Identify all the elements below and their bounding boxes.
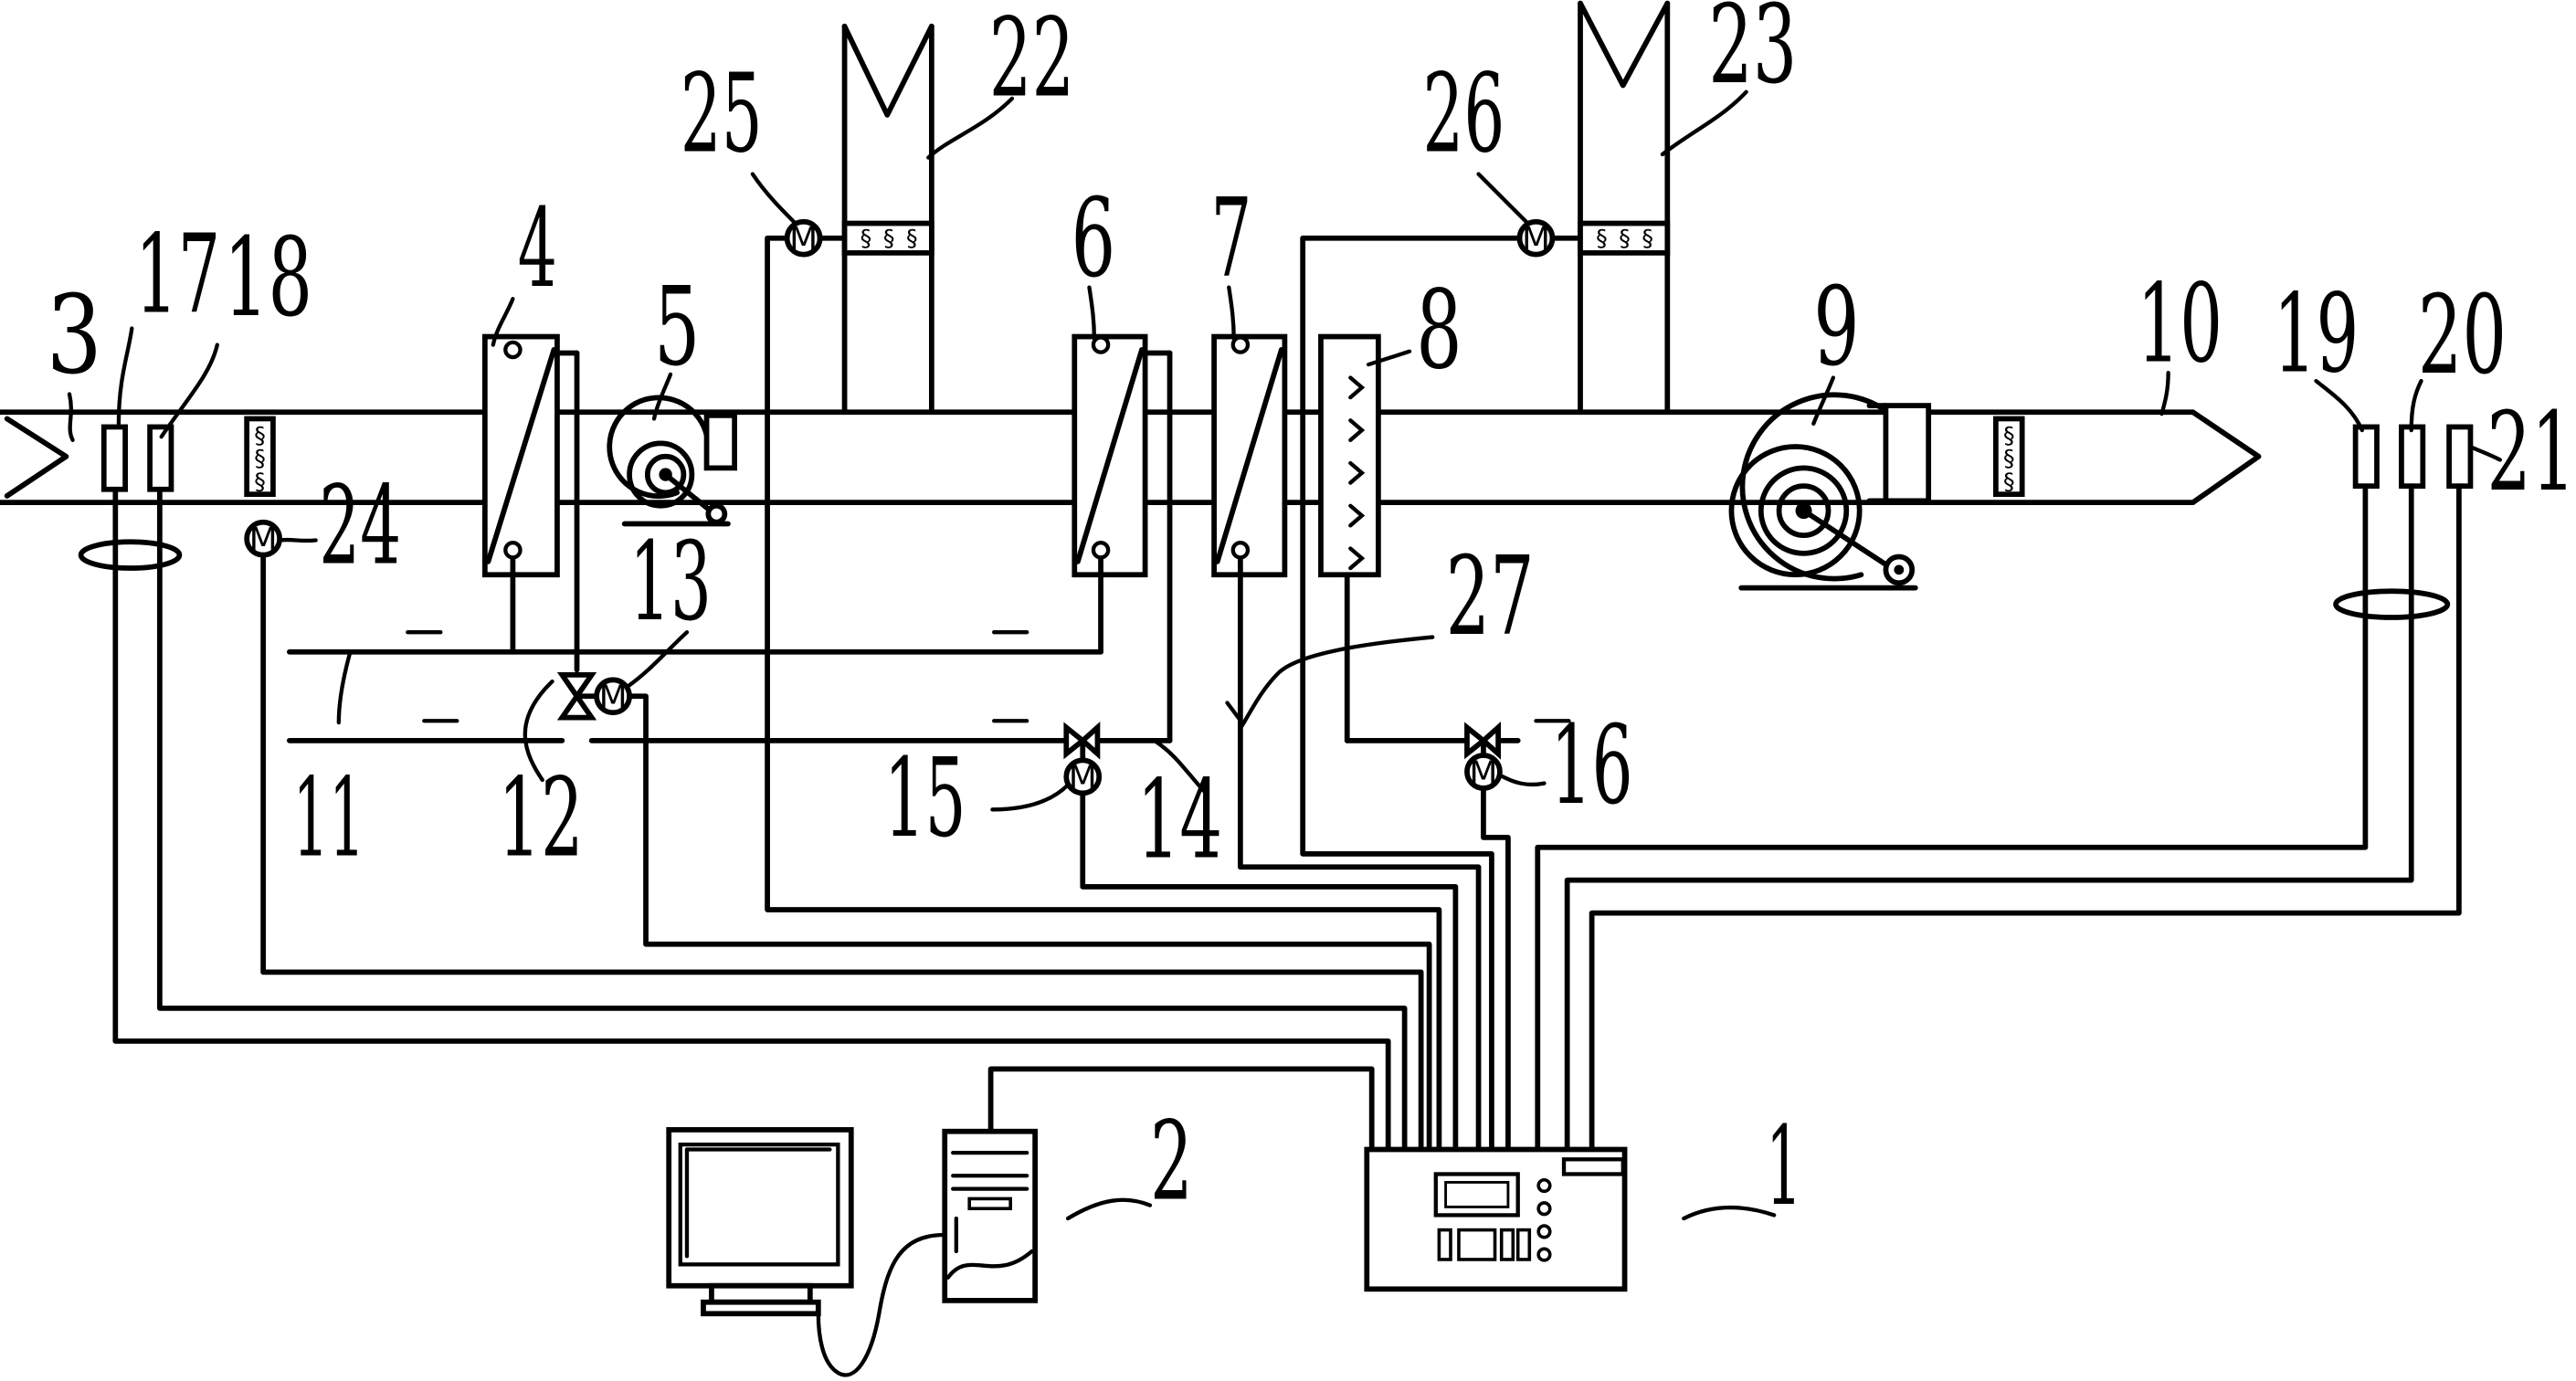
- actuator-16: M: [1464, 753, 1503, 792]
- svg-text:§: §: [2003, 468, 2015, 494]
- svg-text:M: M: [599, 680, 628, 717]
- label-21: 21: [2486, 389, 2575, 515]
- label-12: 12: [498, 755, 583, 881]
- valve-16: [1464, 722, 1502, 762]
- inlet-filter: § § §: [244, 416, 276, 498]
- heating-coil-4: [481, 333, 560, 578]
- part-labels: 3 17 18 4 5 6 7 8 9 10 19 20 21 24 11 12…: [47, 0, 2576, 1229]
- svg-text:§: §: [2003, 445, 2015, 471]
- label-26: 26: [1422, 50, 1504, 176]
- svg-text:§: §: [2003, 422, 2015, 448]
- exhaust-stack-22: § § §: [841, 23, 934, 416]
- label-27: 27: [1446, 533, 1535, 659]
- label-25: 25: [681, 50, 763, 176]
- svg-text:§: §: [254, 468, 266, 494]
- svg-text:§: §: [1619, 225, 1631, 251]
- control-wiring: [112, 235, 2462, 1153]
- label-22: 22: [989, 0, 1074, 121]
- reheat-coil-7: [1211, 333, 1288, 578]
- supply-fan-9: [1728, 392, 1932, 591]
- valve-12: [556, 672, 599, 721]
- supply-outlet-icon: [2190, 409, 2262, 506]
- label-3: 3: [47, 272, 102, 398]
- leader-lines: [67, 90, 2502, 1221]
- svg-text:§: §: [254, 422, 266, 448]
- label-8: 8: [1416, 268, 1462, 394]
- svg-text:§: §: [1642, 225, 1653, 251]
- label-24: 24: [319, 463, 401, 589]
- label-15: 15: [884, 735, 966, 861]
- label-19: 19: [2274, 270, 2359, 396]
- svg-text:§: §: [906, 225, 918, 251]
- humidifier-8: [1318, 333, 1412, 578]
- label-20: 20: [2418, 272, 2507, 398]
- valve-15: [1063, 722, 1101, 765]
- svg-text:§: §: [1596, 225, 1608, 251]
- sensor-17: [100, 424, 128, 492]
- label-2: 2: [1150, 1098, 1193, 1224]
- label-23: 23: [1708, 0, 1797, 108]
- label-1: 1: [1766, 1103, 1802, 1229]
- svg-text:§: §: [860, 225, 872, 251]
- label-10: 10: [2137, 261, 2222, 387]
- label-7: 7: [1211, 175, 1252, 301]
- label-4: 4: [518, 185, 557, 311]
- svg-text:M: M: [789, 221, 818, 258]
- label-14: 14: [1137, 756, 1222, 882]
- actuator-13: M: [594, 677, 632, 717]
- label-9: 9: [1813, 264, 1859, 390]
- exhaust-stack-23: § § §: [1578, 0, 1671, 416]
- sensor-19: [2352, 424, 2380, 490]
- sensor-21: [2446, 424, 2474, 490]
- controller-1: [1364, 1146, 1628, 1292]
- sensor-cable-clamp-right: [2333, 588, 2451, 620]
- svg-text:§: §: [883, 225, 895, 251]
- svg-text:§: §: [254, 445, 266, 471]
- return-fan-5: [607, 395, 737, 527]
- water-pipes: [287, 350, 1571, 743]
- label-6: 6: [1072, 175, 1116, 301]
- label-17: 17: [135, 212, 220, 338]
- damper-actuator-24: M: [244, 519, 282, 559]
- computer-2: [666, 1127, 1039, 1377]
- label-11: 11: [292, 755, 364, 881]
- sensor-cable-clamp-left: [78, 539, 183, 571]
- fresh-air-inlet-icon: [4, 416, 69, 499]
- sensor-20: [2399, 424, 2426, 490]
- outlet-filter: § § §: [1993, 416, 2025, 498]
- label-5: 5: [654, 264, 700, 390]
- label-18: 18: [224, 215, 312, 341]
- svg-text:M: M: [1522, 221, 1550, 258]
- label-16: 16: [1551, 702, 1633, 828]
- label-13: 13: [629, 519, 712, 645]
- damper-actuator-25: M: [784, 218, 823, 258]
- damper-actuator-26: M: [1516, 218, 1556, 258]
- cooling-coil-6: [1072, 333, 1148, 578]
- actuator-15: M: [1063, 757, 1103, 797]
